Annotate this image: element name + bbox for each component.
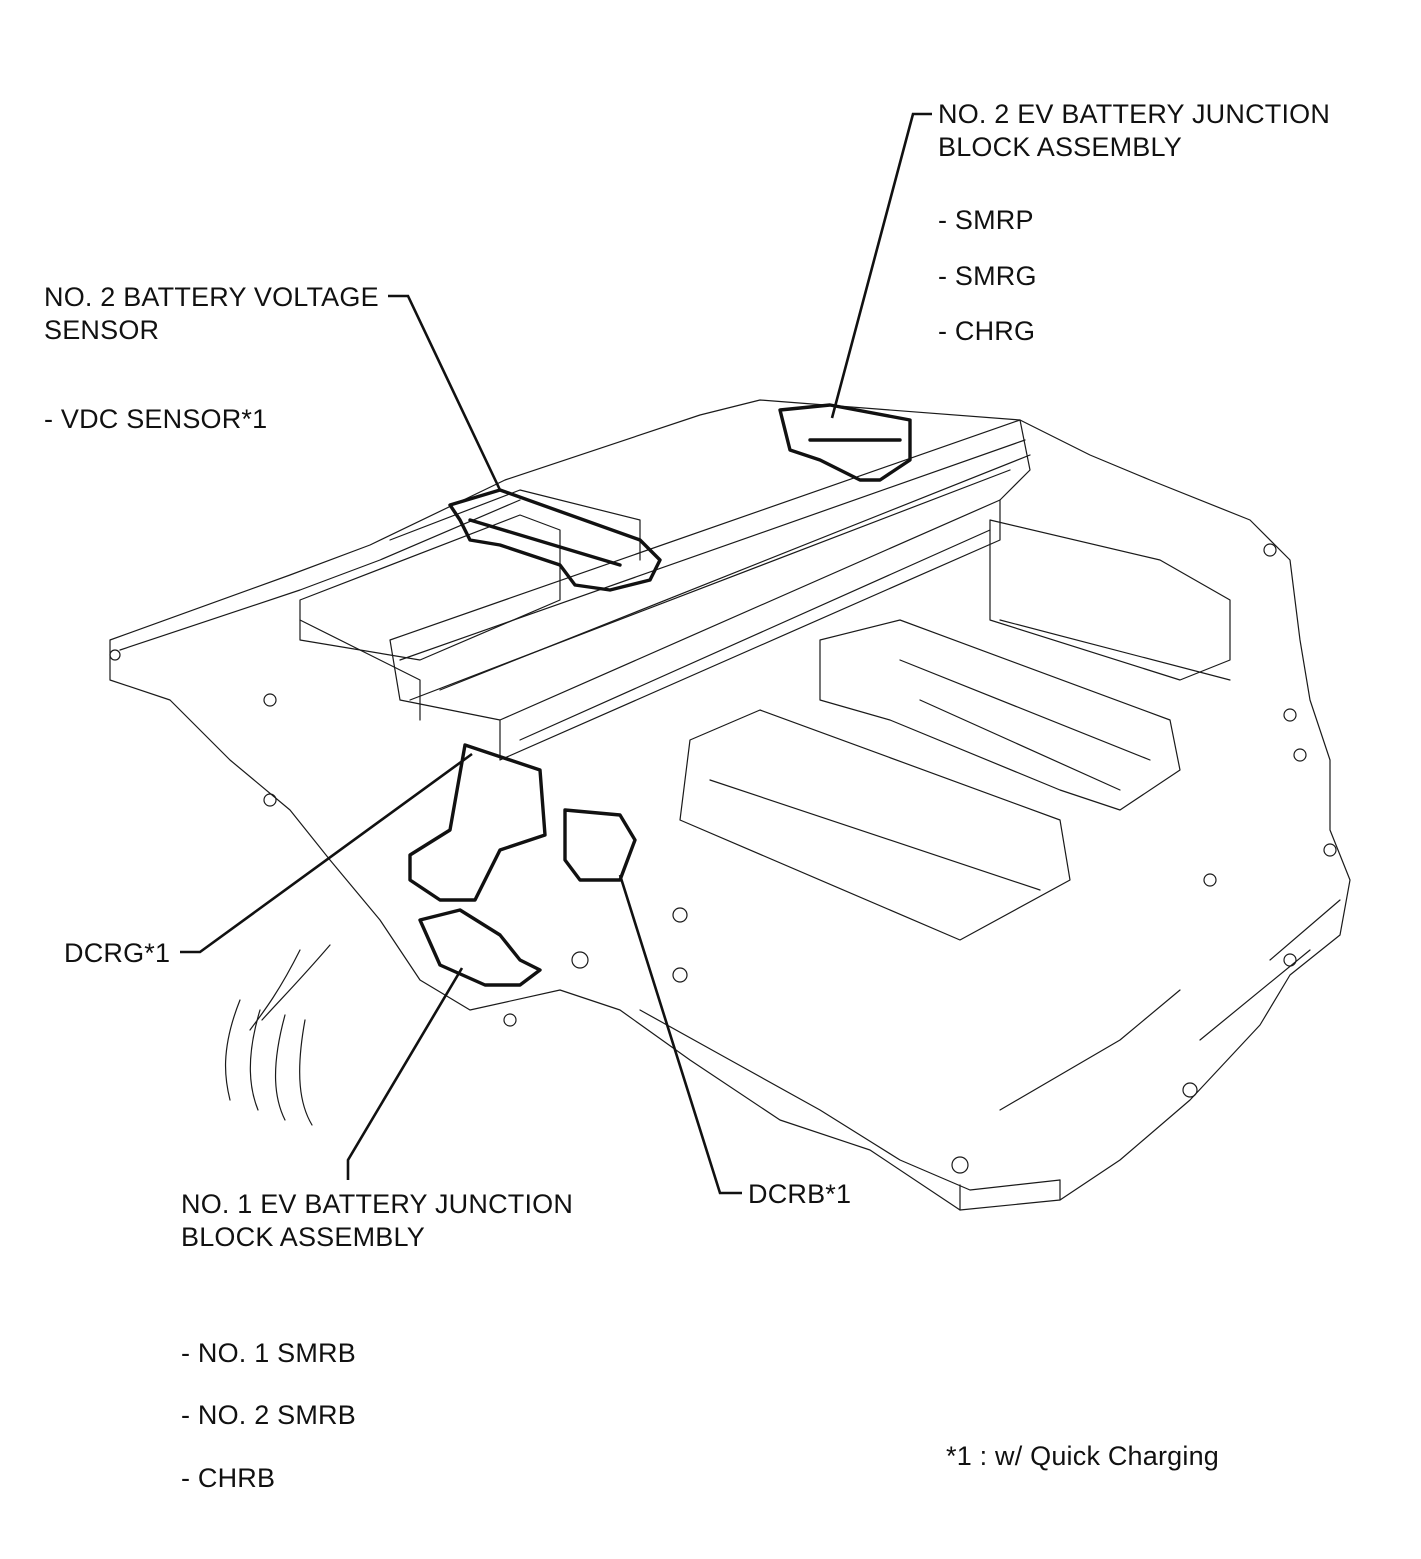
ev2-junction-highlight bbox=[778, 403, 912, 482]
label-ev2-junction: NO. 2 EV BATTERY JUNCTION BLOCK ASSEMBLY bbox=[938, 98, 1330, 164]
label-ev1-junction-title-1: NO. 1 EV BATTERY JUNCTION bbox=[181, 1189, 574, 1219]
footnote: *1 : w/ Quick Charging bbox=[946, 1441, 1220, 1471]
ev1-item-no2-smrb: - NO. 2 SMRB bbox=[181, 1400, 356, 1430]
lower-right-modules bbox=[819, 619, 1181, 811]
ev2-item-chrg: - CHRG bbox=[938, 316, 1036, 346]
upper-battery-stack bbox=[389, 419, 1031, 721]
voltage-item-vdc: - VDC SENSOR*1 bbox=[44, 404, 268, 434]
leader-ev1-junction bbox=[346, 967, 464, 1180]
leader-ev2-junction bbox=[830, 112, 932, 419]
label-ev1-junction: NO. 1 EV BATTERY JUNCTION BLOCK ASSEMBLY bbox=[181, 1188, 573, 1254]
voltage-sensor-highlight bbox=[448, 488, 662, 592]
ev2-item-smrg: - SMRG bbox=[938, 261, 1037, 291]
leader-dcrb bbox=[618, 874, 742, 1195]
label-ev1-junction-title-2: BLOCK ASSEMBLY bbox=[181, 1222, 425, 1252]
label-dcrb: DCRB*1 bbox=[748, 1179, 852, 1209]
label-dcrg: DCRG*1 bbox=[64, 938, 171, 968]
label-voltage-sensor-title-2: SENSOR bbox=[44, 315, 160, 345]
ev2-item-smrp: - SMRP bbox=[938, 205, 1034, 235]
label-voltage-sensor-title-1: NO. 2 BATTERY VOLTAGE bbox=[44, 282, 379, 312]
ev1-item-chrb: - CHRB bbox=[181, 1463, 276, 1493]
ev1-junction-highlight bbox=[408, 743, 637, 987]
ev1-item-no1-smrb: - NO. 1 SMRB bbox=[181, 1338, 356, 1368]
label-ev2-junction-title-1: NO. 2 EV BATTERY JUNCTION bbox=[938, 99, 1331, 129]
label-voltage-sensor: NO. 2 BATTERY VOLTAGE SENSOR bbox=[44, 281, 379, 347]
leader-dcrg bbox=[180, 752, 473, 954]
leader-voltage-sensor bbox=[388, 294, 502, 491]
mounting-holes bbox=[109, 543, 1337, 1174]
label-ev2-junction-title-2: BLOCK ASSEMBLY bbox=[938, 132, 1182, 162]
cable-bundle bbox=[224, 944, 331, 1126]
